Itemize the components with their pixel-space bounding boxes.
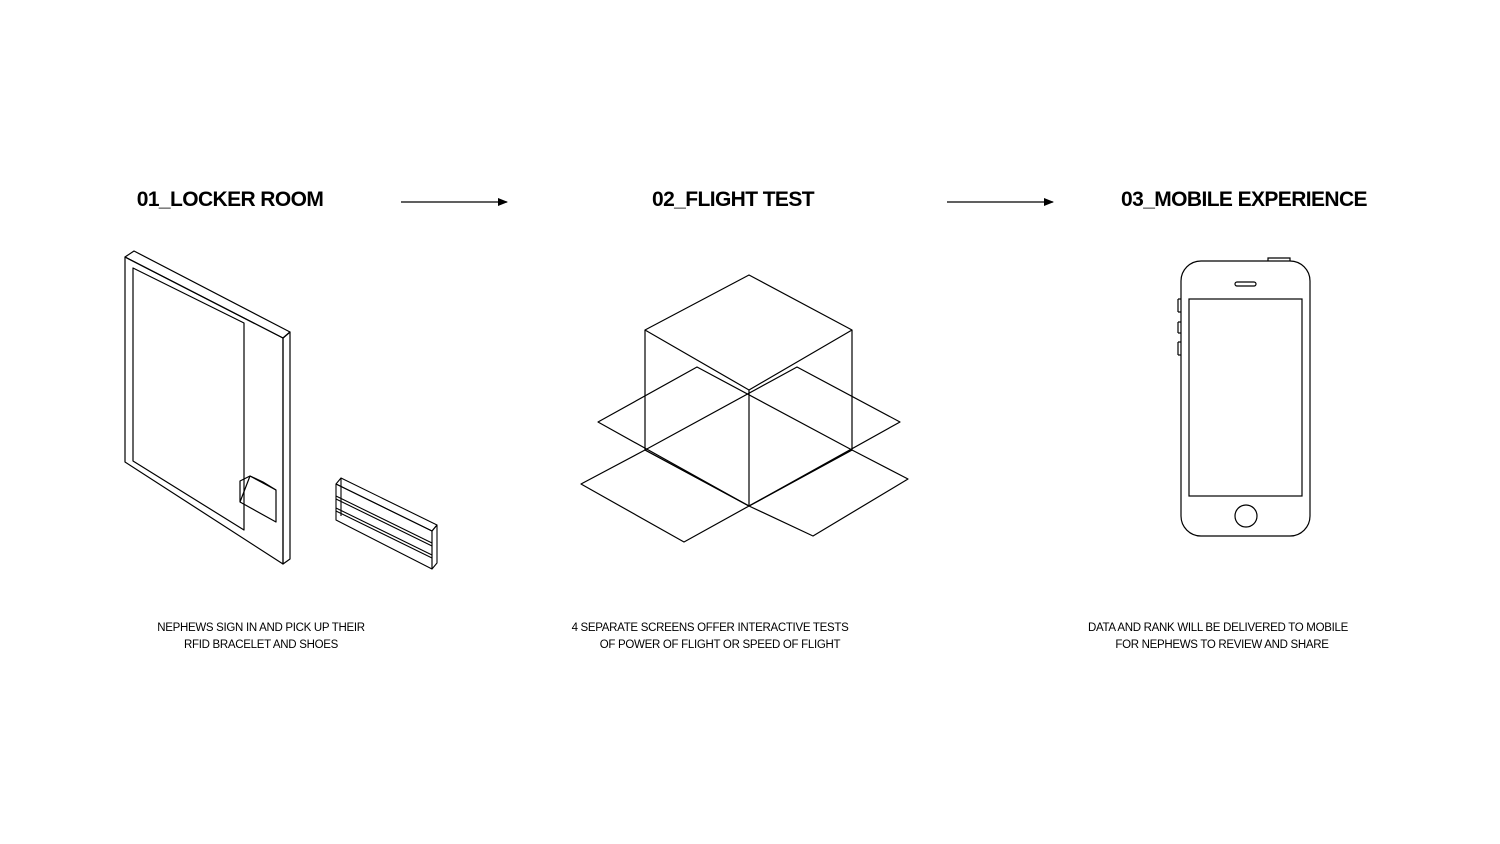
step-2-title: 02_FLIGHT TEST [652,188,815,211]
step-1-caption: NEPHEWS SIGN IN AND PICK UP THEIR RFID B… [81,620,441,654]
cube-screens-icon [580,274,909,543]
caption-line: 4 SEPARATE SCREENS OFFER INTERACTIVE TES… [571,622,849,634]
step-3-title: 03_MOBILE EXPERIENCE [1121,188,1368,211]
caption-line: NEPHEWS SIGN IN AND PICK UP THEIR [157,622,365,634]
smartphone-icon [1177,257,1311,537]
caption-line: DATA AND RANK WILL BE DELIVERED TO MOBIL… [1088,622,1348,634]
step-1-title: 01_LOCKER ROOM [136,188,324,211]
step-2-caption: 4 SEPARATE SCREENS OFFER INTERACTIVE TES… [530,620,890,654]
caption-line: OF POWER OF FLIGHT OR SPEED OF FLIGHT [599,639,841,651]
step-3-caption: DATA AND RANK WILL BE DELIVERED TO MOBIL… [1038,620,1398,654]
locker-icon [124,250,291,565]
shoe-rack-icon [335,477,438,570]
caption-line: FOR NEPHEWS TO REVIEW AND SHARE [1115,639,1329,651]
caption-line: RFID BRACELET AND SHOES [184,639,338,651]
